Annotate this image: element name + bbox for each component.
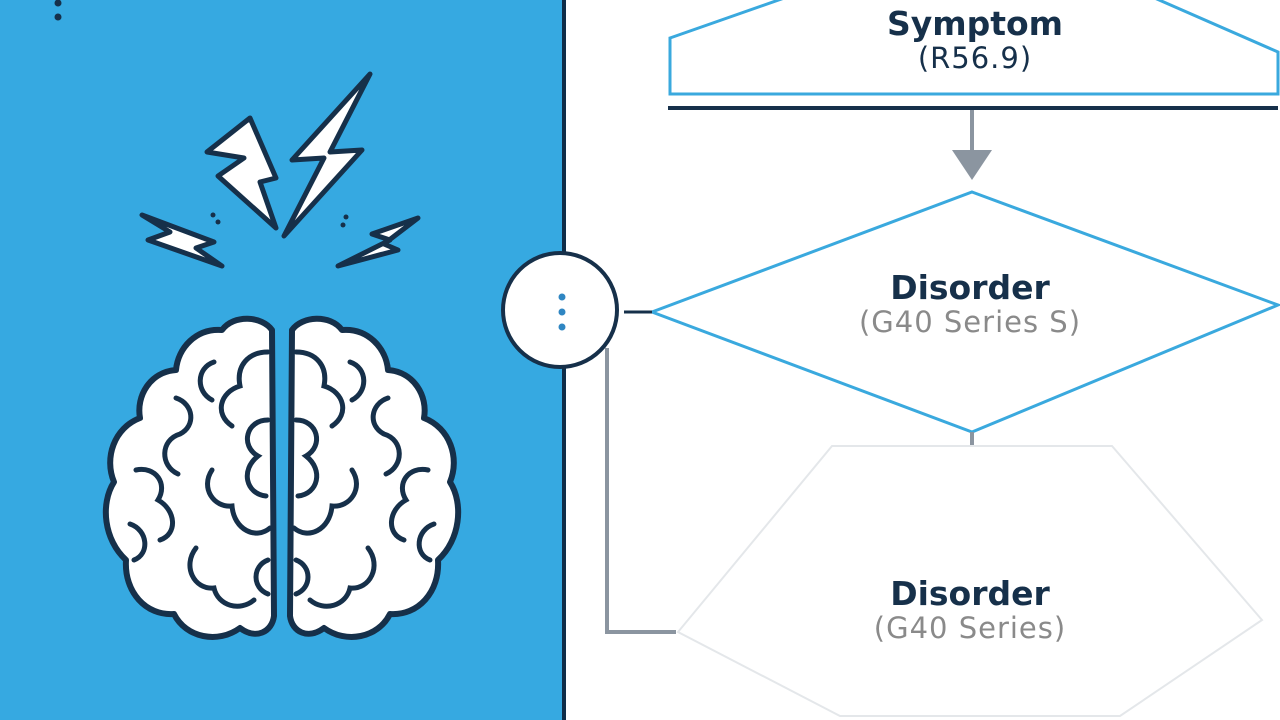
symptom-code: (R56.9): [917, 41, 1033, 75]
disorder-decision-node: Disorder (G40 Series S): [760, 268, 1180, 339]
lightning-bolt-icon: [204, 115, 279, 231]
lightning-bolt-icon: [139, 212, 225, 269]
vertical-dots-icon: [558, 293, 566, 331]
menu-dots-button[interactable]: [501, 251, 619, 369]
disorder-bottom-code: (G40 Series): [873, 611, 1067, 645]
lightning-bolts: [139, 71, 421, 269]
arrow-down-icon: [952, 150, 992, 180]
symptom-node: Symptom (R56.9): [765, 4, 1185, 75]
disorder-decision-code: (G40 Series S): [858, 305, 1082, 339]
disorder-bottom-title: Disorder: [890, 574, 1050, 613]
disorder-bottom-node: Disorder (G40 Series): [760, 574, 1180, 645]
brain-icon: [102, 315, 462, 640]
disorder-decision-title: Disorder: [890, 268, 1050, 307]
left-illustration-panel: [0, 0, 562, 720]
lightning-bolt-icon: [335, 215, 421, 269]
vertical-dots-icon: [54, 0, 62, 21]
loop-connector: [605, 348, 676, 634]
symptom-title: Symptom: [886, 4, 1064, 43]
disorder-bottom-shape: [676, 445, 1264, 717]
lightning-bolt-icon: [281, 71, 373, 239]
symptom-node-shape: [668, 0, 1280, 96]
